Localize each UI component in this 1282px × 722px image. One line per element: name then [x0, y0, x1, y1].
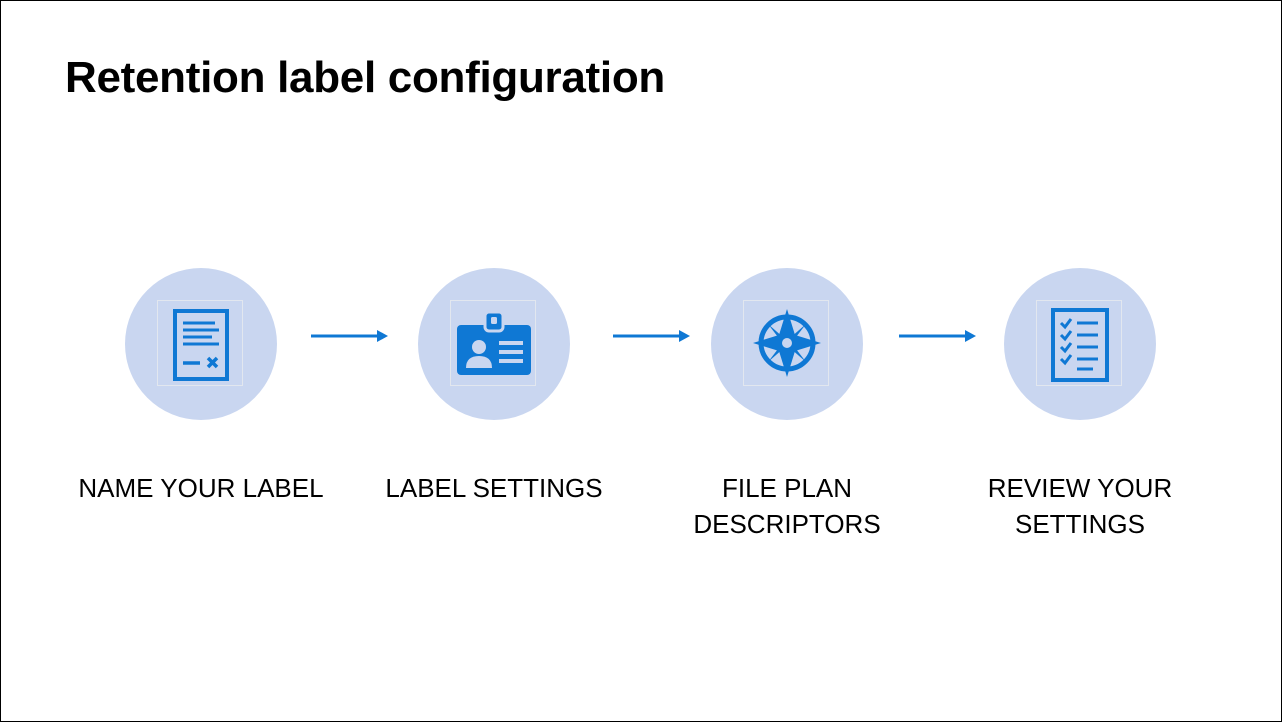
step-icon-frame: [450, 300, 536, 386]
compass-icon: [753, 309, 821, 377]
step-label-line: SETTINGS: [1014, 509, 1145, 539]
step-circle-file-plan-descriptors: [711, 268, 863, 420]
step-icon-frame: [743, 300, 829, 386]
step-label-file-plan-descriptors: FILE PLAN DESCRIPTORS: [637, 470, 937, 542]
checklist-icon: [1051, 308, 1109, 382]
step-icon-frame: [1036, 300, 1122, 386]
step-circle-review-your-settings: [1004, 268, 1156, 420]
arrow-right-icon: [899, 330, 976, 342]
step-label-line: LABEL SETTINGS: [385, 473, 603, 503]
step-circle-label-settings: [418, 268, 570, 420]
page-title: Retention label configuration: [65, 53, 665, 102]
id-badge-icon: [457, 310, 531, 375]
document-icon: [173, 309, 229, 381]
arrow-right-icon: [613, 330, 690, 342]
step-label-line: DESCRIPTORS: [693, 509, 881, 539]
step-label-label-settings: LABEL SETTINGS: [344, 470, 644, 506]
step-label-review-your-settings: REVIEW YOUR SETTINGS: [930, 470, 1230, 542]
step-circle-name-your-label: [125, 268, 277, 420]
arrow-right-icon: [311, 330, 388, 342]
step-icon-frame: [157, 300, 243, 386]
step-label-line: FILE PLAN: [721, 473, 853, 503]
step-label-line: REVIEW YOUR: [987, 473, 1173, 503]
step-label-name-your-label: NAME YOUR LABEL: [51, 470, 351, 506]
step-label-line: NAME YOUR LABEL: [78, 473, 324, 503]
